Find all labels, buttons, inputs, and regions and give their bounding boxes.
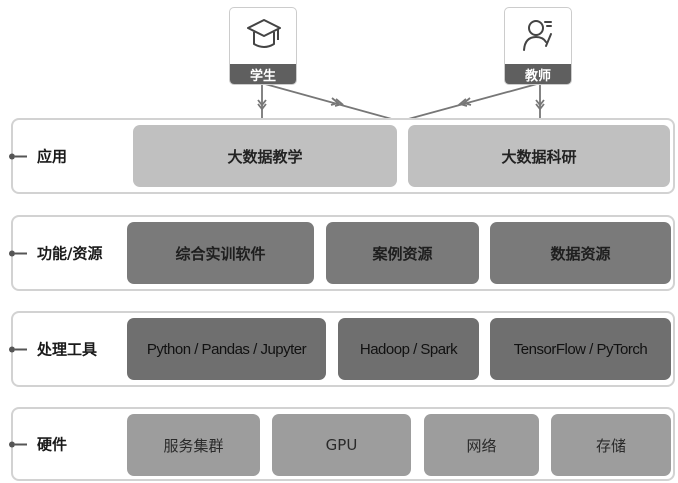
hardware-box-network: 网络 bbox=[424, 414, 539, 476]
layer-title: 功能/资源 bbox=[37, 244, 103, 263]
bullet-dash bbox=[15, 252, 27, 254]
graduation-cap-icon bbox=[247, 19, 281, 48]
role-student: 学生 bbox=[229, 7, 297, 85]
layer-processing-tools: 处理工具 Python / Pandas / Jupyter Hadoop / … bbox=[9, 311, 675, 387]
layer-label: 处理工具 bbox=[9, 339, 98, 360]
layer-title: 硬件 bbox=[37, 435, 68, 454]
layer-label: 硬件 bbox=[9, 434, 68, 455]
teacher-cross-line bbox=[389, 83, 538, 125]
bullet-dot bbox=[9, 250, 15, 256]
role-label: 教师 bbox=[505, 64, 571, 84]
tool-box-hadoop: Hadoop / Spark bbox=[338, 318, 479, 380]
bullet-dash bbox=[15, 443, 27, 445]
role-label: 学生 bbox=[230, 64, 296, 84]
layer-title: 应用 bbox=[37, 147, 68, 166]
teacher-icon bbox=[523, 20, 552, 51]
hardware-box-server-cluster: 服务集群 bbox=[127, 414, 260, 476]
tool-box-tensorflow: TensorFlow / PyTorch bbox=[490, 318, 671, 380]
teacher-down-arrow bbox=[535, 99, 545, 107]
function-box-data-resource: 数据资源 bbox=[490, 222, 671, 284]
bullet-dot bbox=[9, 441, 15, 447]
bullet-dash bbox=[15, 348, 27, 350]
layer-title: 处理工具 bbox=[37, 340, 98, 359]
app-box-teaching: 大数据教学 bbox=[133, 125, 397, 187]
app-box-research: 大数据科研 bbox=[408, 125, 670, 187]
layer-function-resource: 功能/资源 综合实训软件 案例资源 数据资源 bbox=[9, 215, 675, 291]
bullet-dash bbox=[15, 155, 27, 157]
layer-hardware: 硬件 服务集群 GPU 网络 存储 bbox=[9, 407, 675, 481]
layer-label: 功能/资源 bbox=[9, 243, 103, 264]
layer-label: 应用 bbox=[9, 146, 68, 167]
student-down-arrow bbox=[257, 99, 267, 107]
hardware-box-storage: 存储 bbox=[551, 414, 671, 476]
role-teacher: 教师 bbox=[504, 7, 572, 85]
student-cross-arrow bbox=[330, 97, 340, 106]
teacher-cross-arrow bbox=[462, 97, 472, 106]
function-box-case-resource: 案例资源 bbox=[326, 222, 479, 284]
layer-application: 应用 大数据教学 大数据科研 bbox=[9, 118, 675, 194]
function-box-training-software: 综合实训软件 bbox=[127, 222, 314, 284]
bullet-dot bbox=[9, 153, 15, 159]
tool-box-python: Python / Pandas / Jupyter bbox=[127, 318, 326, 380]
hardware-box-gpu: GPU bbox=[272, 414, 411, 476]
bullet-dot bbox=[9, 346, 15, 352]
